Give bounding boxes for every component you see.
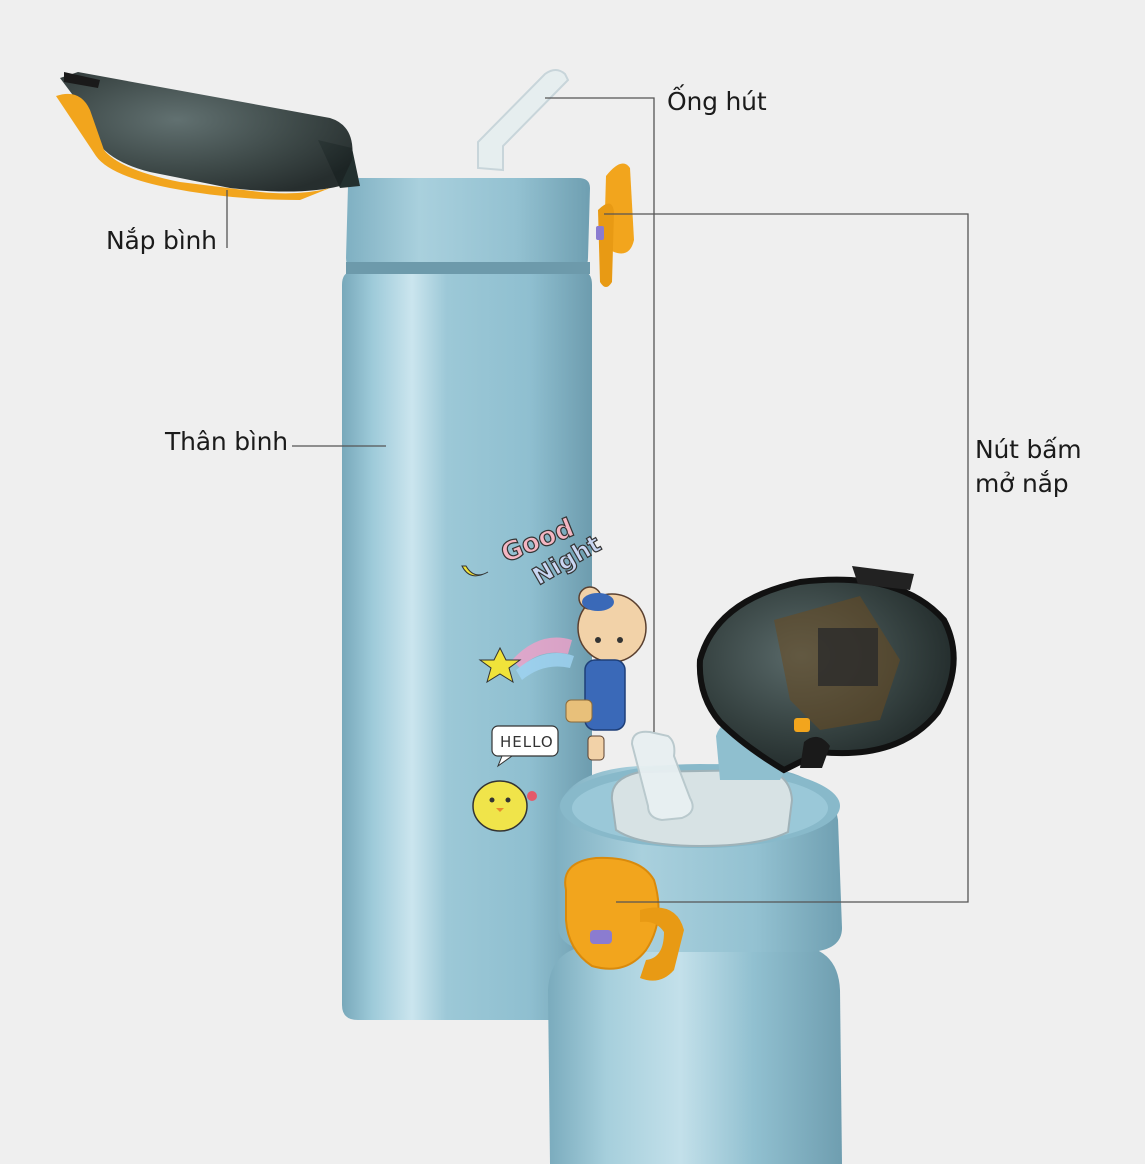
bear-sticker-icon: [565, 586, 647, 761]
lid-icon-right: [696, 566, 957, 774]
button-icon-right: [564, 856, 684, 981]
callout-body: Thân bình: [165, 427, 288, 456]
moon-sticker-icon: [461, 565, 489, 577]
left-bottle: Good Night HELLO: [56, 69, 647, 1020]
leader-lines: [226, 97, 969, 903]
callout-button-line1: Nút bấm: [975, 435, 1082, 464]
sticker-hello-text: HELLO: [500, 733, 554, 751]
star-sticker-icon: [478, 637, 574, 684]
callout-straw: Ống hút: [667, 87, 767, 116]
bottle-body-left: [342, 272, 592, 1020]
button-icon: [596, 163, 634, 287]
right-bottle: [548, 566, 957, 1164]
lid-icon: [56, 72, 353, 200]
leader-button: [604, 213, 969, 903]
chick-sticker-icon: [472, 780, 537, 832]
straw-icon-right: [630, 730, 694, 822]
sticker-group: Good Night HELLO: [461, 512, 647, 832]
callout-button-line2: mở nắp: [975, 469, 1069, 498]
bottle-body-right: [548, 945, 842, 1164]
callout-lid: Nắp bình: [106, 226, 217, 255]
hello-bubble: [491, 725, 559, 757]
bottle-cap-left: [346, 178, 590, 270]
straw-icon: [477, 69, 570, 172]
leader-straw: [545, 97, 655, 732]
